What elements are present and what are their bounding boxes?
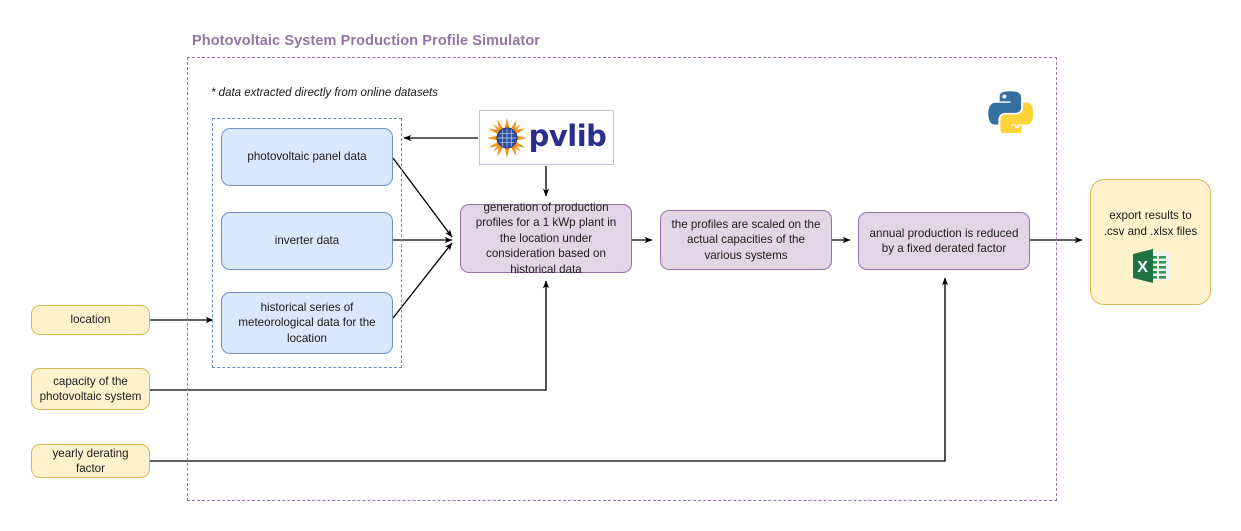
node-profiles-scaled-to-capacity[interactable]: the profiles are scaled on the actual ca… (660, 210, 832, 270)
node-label: historical series of meteorological data… (238, 300, 376, 345)
node-export-results[interactable]: export results to .csv and .xlsx files X (1090, 179, 1211, 305)
node-inverter-data[interactable]: inverter data (221, 212, 393, 270)
node-label: photovoltaic panel data (247, 150, 367, 164)
node-input-location[interactable]: location (31, 305, 150, 335)
online-datasets-boundary (212, 118, 402, 368)
node-label: annual production is reduced by a fixed … (869, 226, 1019, 256)
node-label: location (70, 313, 111, 327)
node-annual-production-derated[interactable]: annual production is reduced by a fixed … (858, 212, 1030, 270)
node-generation-of-production-profiles[interactable]: generation of production profiles for a … (460, 201, 632, 276)
svg-text:X: X (1137, 259, 1148, 276)
node-label: export results to .csv and .xlsx files (1103, 209, 1198, 238)
node-label: inverter data (274, 234, 340, 248)
pvlib-sun-icon (486, 117, 527, 158)
node-photovoltaic-panel-data[interactable]: photovoltaic panel data (221, 128, 393, 186)
datasets-footnote: * data extracted directly from online da… (211, 87, 438, 99)
node-input-yearly-derating-factor[interactable]: yearly derating factor (31, 444, 150, 478)
excel-icon: X (1132, 249, 1169, 283)
diagram-title: Photovoltaic System Production Profile S… (192, 33, 541, 49)
pvlib-logo: pvlib (479, 110, 614, 165)
node-label: capacity of the photovoltaic system (39, 374, 142, 404)
python-logo-icon (988, 91, 1033, 133)
pvlib-wordmark: pvlib (528, 119, 607, 153)
node-label: generation of production profiles for a … (475, 200, 617, 276)
node-meteorological-data[interactable]: historical series of meteorological data… (221, 292, 393, 354)
node-label: the profiles are scaled on the actual ca… (671, 217, 821, 262)
node-label: yearly derating factor (52, 446, 129, 476)
simulator-boundary (187, 57, 1057, 501)
node-input-capacity[interactable]: capacity of the photovoltaic system (31, 368, 150, 410)
